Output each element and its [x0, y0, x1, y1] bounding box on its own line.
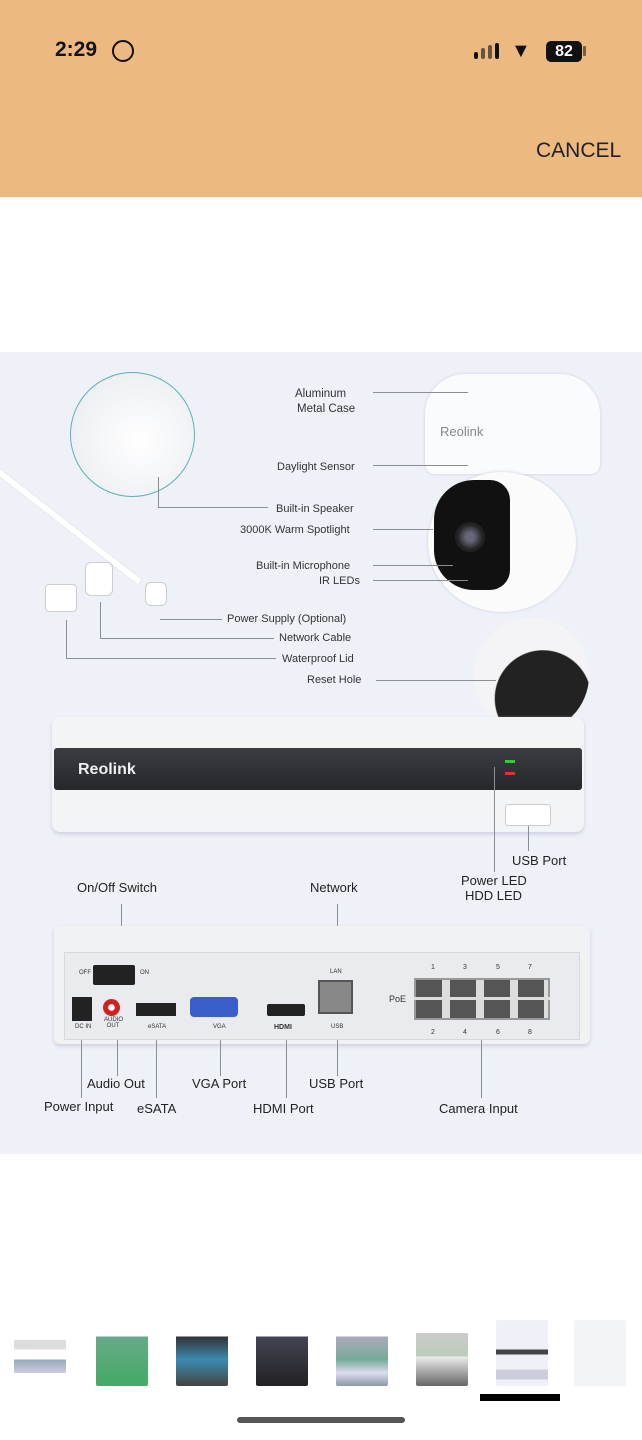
hdd-led	[505, 772, 515, 775]
esata-text: eSATA	[148, 1024, 167, 1030]
thumbnail-7[interactable]	[496, 1320, 548, 1386]
label-built-in-microphone: Built-in Microphone	[256, 560, 351, 572]
header-bar: 2:29 ▼ 82 CANCEL	[0, 0, 642, 197]
dc-in-text: DC IN	[75, 1024, 92, 1030]
product-image[interactable]: Reolink Aluminum Metal Case Daylight Sen…	[0, 352, 642, 1154]
camera-lens	[455, 522, 485, 552]
whatsapp-icon	[112, 40, 134, 62]
power-led	[505, 760, 515, 763]
label-vga-port: VGA Port	[192, 1076, 247, 1091]
wifi-icon: ▼	[511, 40, 531, 62]
power-switch	[93, 965, 135, 985]
port-1: 1	[431, 964, 435, 971]
thumbnail-8[interactable]	[574, 1320, 626, 1386]
label-daylight-sensor: Daylight Sensor	[277, 461, 355, 473]
hdmi-text: HDMI	[274, 1024, 292, 1031]
poe-text: PoE	[389, 994, 407, 1004]
dc-in-port	[72, 997, 92, 1021]
thumbnail-2[interactable]	[96, 1320, 148, 1386]
label-usb-port-front: USB Port	[512, 853, 567, 868]
label-on-off-switch: On/Off Switch	[77, 880, 157, 895]
label-aluminum: Aluminum	[295, 388, 347, 400]
label-waterproof-lid: Waterproof Lid	[282, 653, 354, 665]
speaker-closeup	[70, 372, 195, 497]
esata-port	[136, 1003, 176, 1016]
camera-top	[425, 374, 600, 474]
thumbnail-3[interactable]	[176, 1320, 228, 1386]
label-hdmi-port: HDMI Port	[253, 1101, 314, 1116]
usb-text: USB	[331, 1024, 344, 1030]
label-built-in-speaker: Built-in Speaker	[276, 503, 354, 515]
label-camera-input: Camera Input	[439, 1101, 518, 1116]
label-power-supply: Power Supply (Optional)	[227, 613, 347, 625]
label-power-led: Power LED	[461, 873, 527, 888]
audio-out-port	[103, 999, 120, 1016]
status-time: 2:29	[55, 38, 98, 61]
reset-closeup	[474, 618, 589, 733]
label-ir-leds: IR LEDs	[319, 575, 360, 587]
cancel-button[interactable]: CANCEL	[536, 139, 622, 162]
thumbnail-5[interactable]	[336, 1320, 388, 1386]
vga-port	[190, 997, 238, 1017]
battery-icon: 82	[546, 41, 582, 62]
label-usb-port-back: USB Port	[309, 1076, 364, 1091]
lan-port	[318, 980, 353, 1014]
port-5: 5	[496, 964, 500, 971]
lan-text: LAN	[330, 969, 342, 975]
power-connector	[145, 582, 167, 606]
waterproof-lid	[45, 584, 77, 612]
hdmi-port	[267, 1004, 305, 1016]
port-2: 2	[431, 1029, 435, 1036]
label-reset-hole: Reset Hole	[307, 674, 362, 686]
off-text: OFF	[79, 970, 91, 976]
port-4: 4	[463, 1029, 467, 1036]
nvr-logo: Reolink	[78, 761, 136, 778]
home-indicator[interactable]	[237, 1417, 405, 1423]
signal-icon	[474, 43, 499, 59]
network-connector	[85, 562, 113, 596]
label-esata: eSATA	[137, 1101, 177, 1116]
label-warm-spotlight: 3000K Warm Spotlight	[240, 524, 350, 536]
thumbnail-4[interactable]	[256, 1320, 308, 1386]
port-6: 6	[496, 1029, 500, 1036]
usb-port-front	[505, 804, 551, 826]
battery-cap	[583, 46, 586, 56]
label-audio-out: Audio Out	[87, 1076, 145, 1091]
label-power-input: Power Input	[44, 1099, 114, 1114]
port-7: 7	[528, 964, 532, 971]
thumbnail-6[interactable]	[416, 1320, 468, 1386]
label-network: Network	[310, 880, 358, 895]
thumbnail-1[interactable]	[14, 1320, 66, 1386]
port-8: 8	[528, 1029, 532, 1036]
label-metal-case: Metal Case	[297, 403, 356, 415]
label-network-cable: Network Cable	[279, 632, 352, 644]
selected-thumbnail-indicator	[480, 1394, 560, 1401]
audio-out-text: AUDIO OUT	[104, 1017, 124, 1029]
on-text: ON	[140, 970, 149, 976]
label-hdd-led: HDD LED	[465, 888, 523, 903]
vga-text: VGA	[213, 1024, 226, 1030]
port-3: 3	[463, 964, 467, 971]
camera-logo: Reolink	[440, 424, 484, 439]
